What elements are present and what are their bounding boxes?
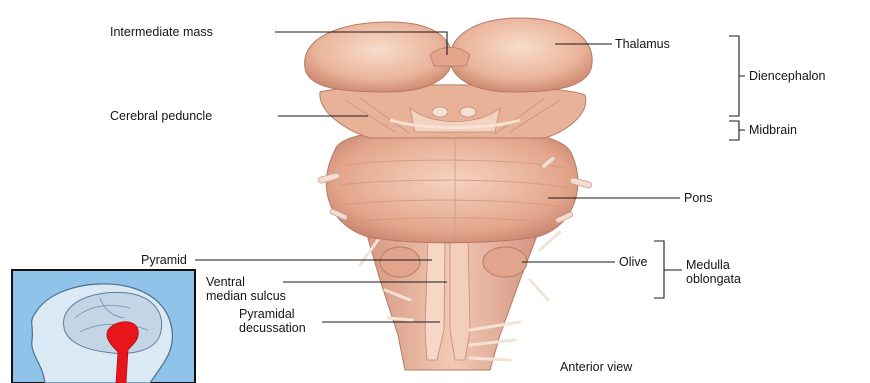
label-diencephalon: Diencephalon xyxy=(749,69,825,83)
label-pyramid: Pyramid xyxy=(141,253,187,267)
label-medulla-oblongata: Medulla oblongata xyxy=(686,258,741,286)
olive-right-shape xyxy=(483,247,527,277)
thalamus-right-shape xyxy=(450,18,592,92)
inset-head-illustration xyxy=(12,270,195,383)
olive-left-shape xyxy=(380,247,420,277)
bracket-medulla xyxy=(654,241,682,298)
label-olive: Olive xyxy=(619,255,647,269)
intermediate-mass-shape xyxy=(430,48,470,67)
label-intermediate-mass: Intermediate mass xyxy=(110,25,213,39)
label-view: Anterior view xyxy=(560,360,632,374)
bracket-midbrain xyxy=(729,121,745,140)
label-thalamus: Thalamus xyxy=(615,37,670,51)
label-ventral-median-sulcus: Ventral median sulcus xyxy=(206,275,286,303)
label-cerebral-peduncle: Cerebral peduncle xyxy=(110,109,212,123)
pyramid-right-shape xyxy=(450,238,470,360)
label-midbrain: Midbrain xyxy=(749,123,797,137)
bracket-diencephalon xyxy=(729,36,745,116)
brainstem-illustration xyxy=(305,18,593,370)
label-pyramidal-decussation: Pyramidal decussation xyxy=(239,307,306,335)
label-pons: Pons xyxy=(684,191,713,205)
pons-shape xyxy=(326,130,578,243)
